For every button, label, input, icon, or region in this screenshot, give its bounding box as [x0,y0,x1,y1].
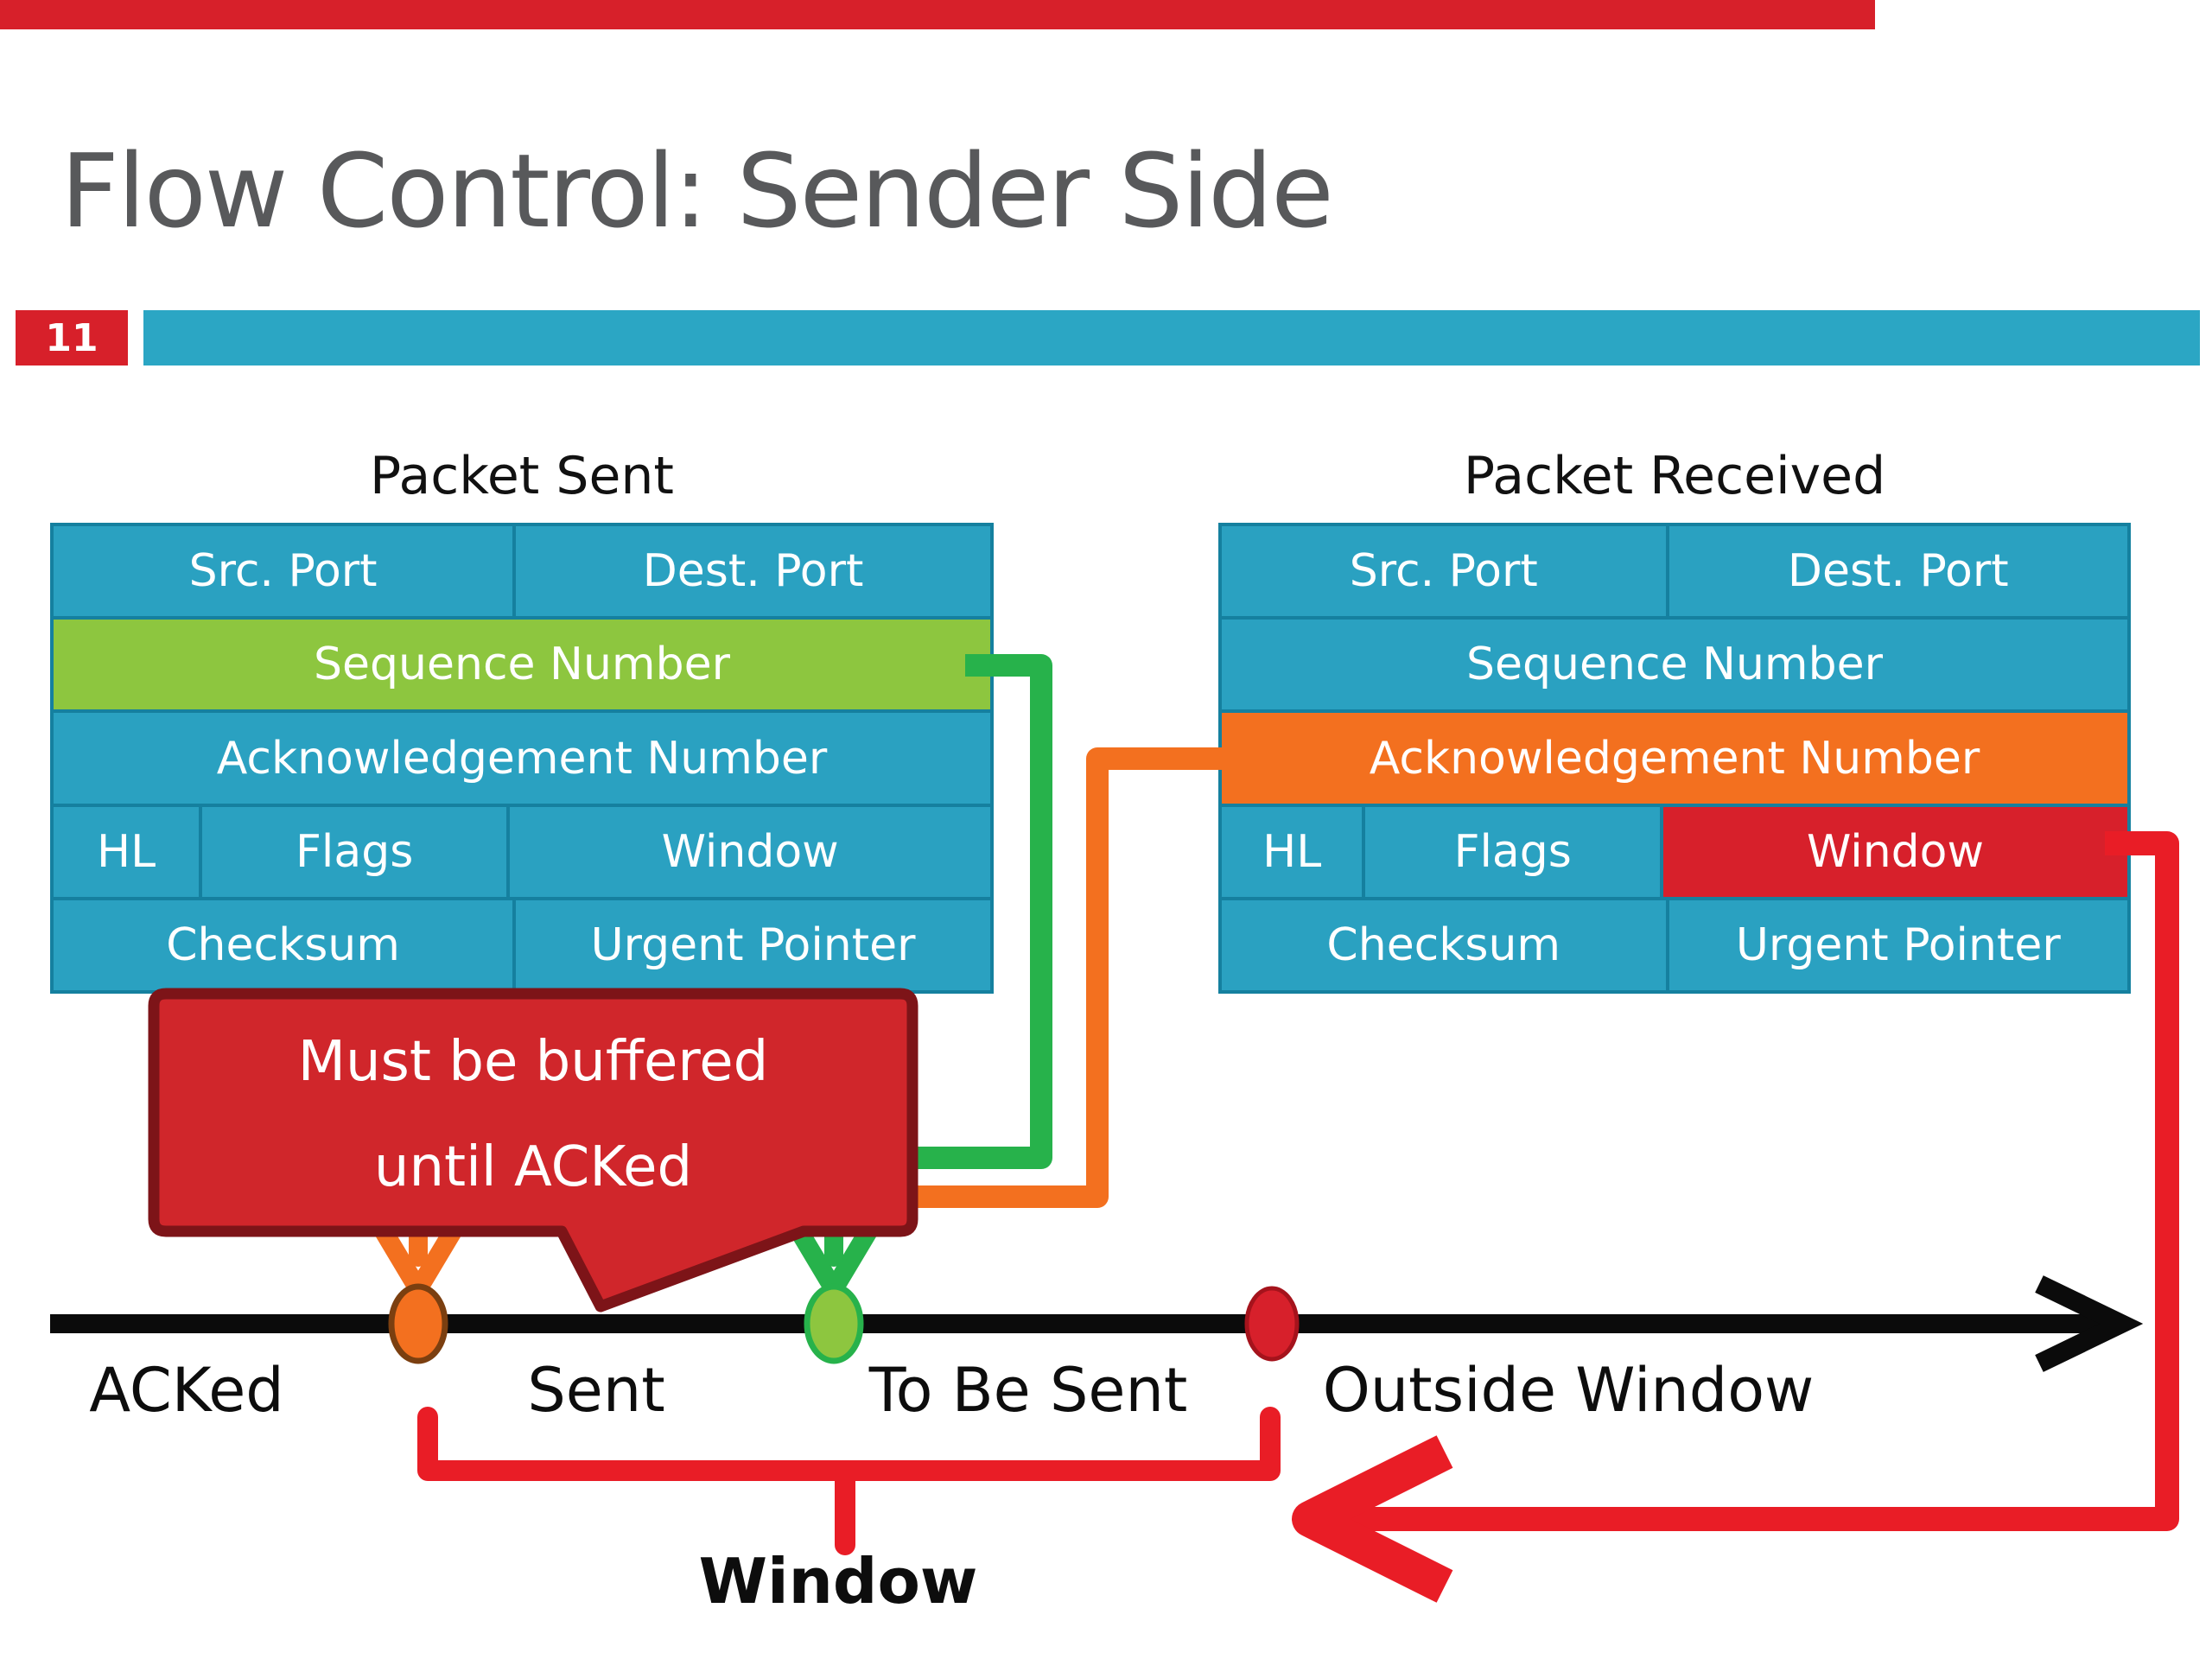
packet-sent-table: Src. Port Dest. Port Sequence Number Ack… [50,523,994,994]
cell-window: Window [510,806,990,897]
table-row: Checksum Urgent Pointer [54,899,990,991]
timeline-label-sent: Sent [527,1355,665,1426]
bubble-line1: Must be buffered [297,1030,769,1094]
table-row: Src. Port Dest. Port [54,526,990,617]
cell-checksum: Checksum [54,899,513,991]
table-row: Checksum Urgent Pointer [1222,899,2127,991]
cell-hl: HL [54,806,200,897]
slide-title: Flow Control: Sender Side [60,131,1334,251]
cell-src-port: Src. Port [54,526,513,617]
acked-boundary-dot [388,1283,448,1364]
window-bracket-label: Window [698,1545,978,1618]
table-row: HL Flags Window [1222,806,2127,897]
window-boundary-dot [1244,1286,1300,1362]
table-row: Src. Port Dest. Port [1222,526,2127,617]
packet-received-table: Src. Port Dest. Port Sequence Number Ack… [1218,523,2131,994]
cell-checksum: Checksum [1222,899,1666,991]
timeline-axis [50,1275,2144,1372]
table-row: Acknowledgement Number [1222,713,2127,804]
orange-down-arrow [369,1213,467,1299]
green-down-arrow [785,1213,883,1299]
window-bracket [417,1407,1281,1555]
timeline-label-acked: ACKed [89,1355,284,1426]
cell-sequence-number: Sequence Number [1222,620,2127,710]
cell-ack-number: Acknowledgement Number [54,713,990,804]
cell-window-highlighted: Window [1663,806,2127,897]
bubble-callout-text: Must be buffered until ACKed [162,1009,904,1220]
timeline-arrowhead [2035,1275,2144,1372]
table-row: Sequence Number [54,620,990,710]
table-row: Sequence Number [1222,620,2127,710]
table-row: HL Flags Window [54,806,990,897]
table-row: Acknowledgement Number [54,713,990,804]
cell-dest-port: Dest. Port [1669,526,2127,617]
sent-boundary-dot [804,1283,864,1364]
cell-urgent-pointer: Urgent Pointer [1669,899,2127,991]
packet-received-title: Packet Received [1463,446,1886,506]
red-left-arrowhead [1292,1435,1453,1603]
cell-ack-number-highlighted: Acknowledgement Number [1222,713,2127,804]
cell-urgent-pointer: Urgent Pointer [516,899,990,991]
cell-hl: HL [1222,806,1363,897]
cell-flags: Flags [202,806,507,897]
timeline-label-to-be-sent: To Be Sent [868,1355,1188,1426]
packet-sent-title: Packet Sent [370,446,674,506]
cell-src-port: Src. Port [1222,526,1666,617]
top-accent-strip [0,0,1875,29]
header-accent-bar [143,310,2200,365]
cell-dest-port: Dest. Port [516,526,990,617]
slide-number-badge: 11 [16,310,128,365]
bubble-line2: until ACKed [373,1135,693,1199]
cell-flags: Flags [1365,806,1661,897]
timeline-label-outside-window: Outside Window [1322,1355,1815,1426]
cell-sequence-number-highlighted: Sequence Number [54,620,990,710]
